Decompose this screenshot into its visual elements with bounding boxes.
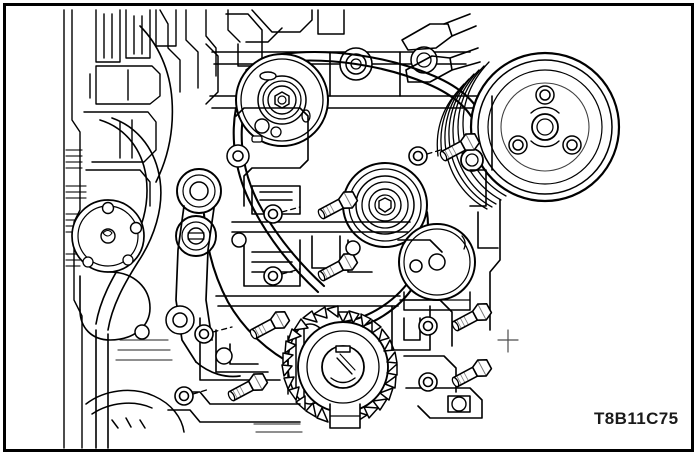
bolt-hole-callouts bbox=[174, 146, 445, 406]
small-studs bbox=[134, 144, 423, 365]
figure-reference-code: T8B11C75 bbox=[594, 409, 679, 428]
water-pump-pulley bbox=[398, 223, 476, 311]
accessory-flange-plate bbox=[71, 199, 145, 273]
top-right-bracket bbox=[401, 13, 481, 83]
shading-detail bbox=[115, 329, 519, 433]
mounting-bolt bbox=[224, 369, 271, 406]
lower-gear-fragment bbox=[85, 389, 185, 433]
casting-hatching bbox=[65, 149, 87, 267]
toothed-crank-sprocket bbox=[281, 305, 398, 429]
belt-tensioner-pulley bbox=[342, 162, 428, 248]
idler-pulley-lower bbox=[175, 215, 217, 257]
leader-line bbox=[192, 148, 445, 395]
alternator-pulley bbox=[235, 53, 329, 147]
crankshaft-damper-pulley bbox=[436, 51, 621, 210]
block-contour bbox=[95, 25, 174, 449]
mounting-bolt bbox=[448, 299, 495, 336]
engine-block-outline bbox=[63, 9, 241, 449]
idler-pulley-upper bbox=[176, 168, 222, 214]
mounting-bolt bbox=[246, 307, 293, 344]
